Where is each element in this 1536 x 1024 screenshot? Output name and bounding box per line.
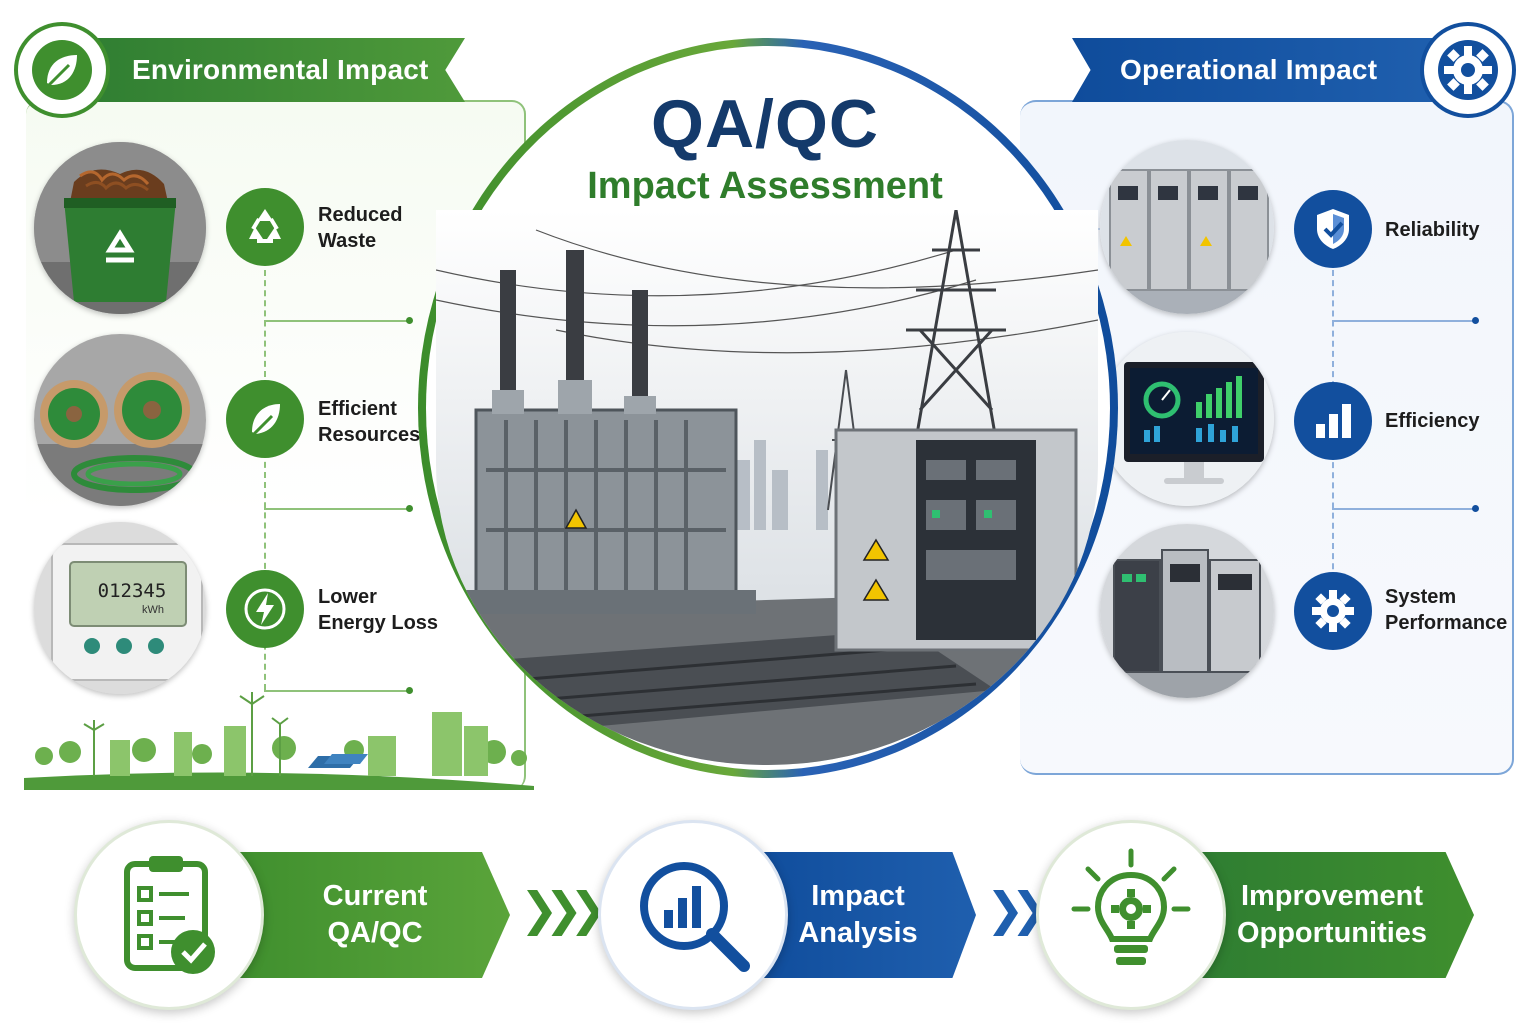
connector-line [264,690,410,692]
green-city-skyline [24,692,534,790]
connector-line [264,508,410,510]
chevron-right-icon: ❯❯❯ [520,883,608,935]
improvement-opportunities-label: Improvement Opportunities [1236,880,1428,949]
recycle-icon [226,188,304,266]
magnifier-chart-icon [598,820,788,1010]
leaf-icon [226,380,304,458]
energy-meter-photo: 012345 kWh [34,522,206,694]
lightning-icon [226,570,304,648]
center-title: QA/QC [651,86,879,162]
gear-badge-icon [1420,22,1516,118]
operational-impact-banner: Operational Impact [1072,38,1444,102]
connector-line [1332,320,1476,322]
center-subtitle: Impact Assessment [587,165,943,207]
switchgear-photo [1100,140,1274,314]
impact-analysis-label: Impact Analysis [798,880,918,949]
lower-energy-loss-label: Lower Energy Loss [318,586,439,634]
reliability-label: Reliability [1385,219,1480,241]
monitor-dashboard-photo [1100,332,1274,506]
shield-check-icon [1294,190,1372,268]
control-cabinets-photo [1100,524,1274,698]
connector-line [1332,508,1476,510]
current-qaqc-label: Current QA/QC [322,880,428,949]
environmental-impact-banner: Environmental Impact [70,38,465,102]
leaf-badge-icon [14,22,110,118]
environmental-impact-title: Environmental Impact [132,54,429,85]
reduced-waste-label: Reduced Waste [318,204,403,252]
system-performance-label: System Performance [1385,586,1508,634]
connector-dot [406,317,413,324]
bar-chart-icon [1294,382,1372,460]
chevron-right-icon: ❯❯ [986,883,1049,935]
meter-reading: 012345 [97,580,167,602]
cable-reels-photo [34,334,206,506]
connector-dot [406,505,413,512]
lightbulb-gear-icon [1036,820,1226,1010]
connector-line [264,320,410,322]
connector-dot [1472,317,1479,324]
environmental-connector [264,270,266,690]
connector-dot [1472,505,1479,512]
connector-dot [406,687,413,694]
current-qaqc-step: Current QA/QC [230,852,510,978]
operational-impact-title: Operational Impact [1120,54,1378,85]
waste-bin-photo [34,142,206,314]
meter-unit: kWh [142,604,164,616]
gear-icon [1294,572,1372,650]
clipboard-check-icon [74,820,264,1010]
efficient-resources-label: Efficient Resources [318,398,421,446]
efficiency-label: Efficiency [1385,410,1480,432]
improvement-opportunities-step: Improvement Opportunities [1190,852,1474,978]
substation-scene [436,210,1098,765]
